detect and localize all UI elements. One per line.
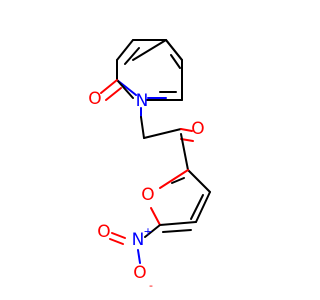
bond-ring-left-inner bbox=[124, 47, 140, 65]
bond-c3-c4-inner bbox=[170, 54, 181, 69]
bond-f5-of bbox=[150, 207, 161, 226]
bond-ch2-down bbox=[140, 116, 145, 139]
bond-f5-nitro-n bbox=[144, 224, 161, 238]
bond-f2-f3 bbox=[187, 169, 211, 193]
bond-ring-right-top bbox=[165, 39, 183, 61]
bond-c2-c3 bbox=[132, 39, 167, 61]
ketone-oxygen-label: O bbox=[191, 119, 204, 139]
bond-ketone-o-1 bbox=[180, 128, 193, 132]
furan-ring bbox=[150, 169, 211, 233]
bond-c2-to-n bbox=[116, 79, 134, 99]
bond-f4-f5-inner bbox=[162, 229, 192, 233]
bond-f2-inner bbox=[171, 177, 185, 184]
bond-c2-o-2 bbox=[105, 87, 122, 101]
nitro-nitrogen-label: N bbox=[132, 230, 145, 250]
bond-ch2-c-ketone bbox=[143, 128, 182, 139]
bond-ring-left bbox=[116, 39, 134, 61]
pyridinone-ring bbox=[116, 39, 183, 101]
furan-oxygen-label: O bbox=[141, 185, 154, 205]
bond-nitro-n-o-left-2 bbox=[109, 238, 124, 245]
bond-of-f2 bbox=[159, 169, 189, 189]
nitro-oxygen-single-label: O bbox=[133, 263, 146, 283]
bond-nitro-n-o-left-1 bbox=[111, 232, 126, 239]
molecule-diagram: N O O O N + O O - bbox=[88, 39, 211, 292]
nitro-group bbox=[109, 224, 161, 264]
bond-f4-f5 bbox=[159, 221, 197, 226]
nitro-oxygen-double-label: O bbox=[97, 222, 110, 242]
nitro-oxygen-single-charge: - bbox=[149, 279, 153, 292]
bond-f3-f4 bbox=[195, 191, 211, 223]
ring-nitrogen-label: N bbox=[136, 91, 149, 111]
bond-f3-f4-inner bbox=[190, 194, 204, 220]
bond-nitro-n-o-down bbox=[137, 249, 141, 264]
ring-carbonyl-oxygen-label: O bbox=[88, 89, 101, 109]
ring-carbonyl bbox=[100, 79, 122, 101]
bond-c2-o-1 bbox=[100, 79, 118, 94]
side-chain bbox=[140, 107, 194, 171]
bond-ketone-to-furan bbox=[180, 133, 189, 171]
nitro-nitrogen-charge: + bbox=[143, 225, 152, 238]
